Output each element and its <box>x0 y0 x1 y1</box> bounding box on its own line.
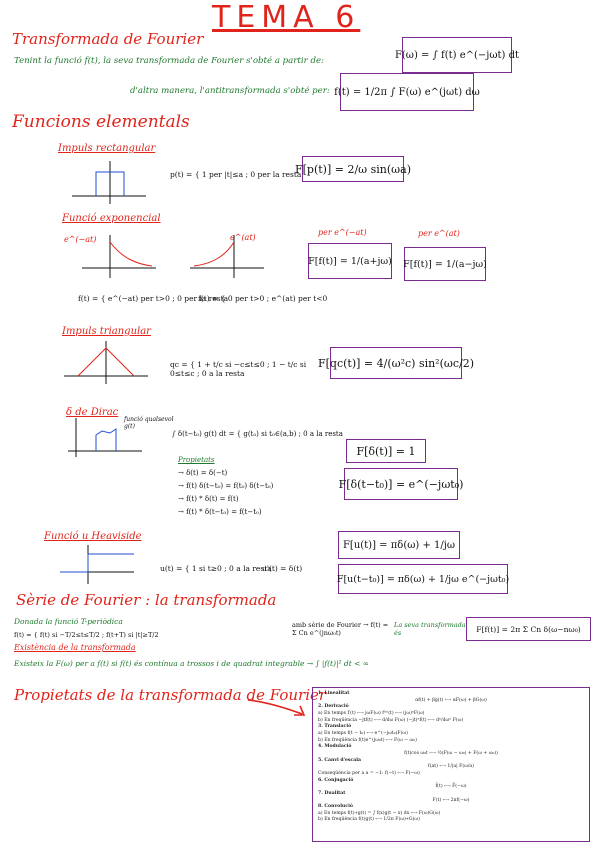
table-row: a) En temps f(t)∗g(t) = ∫ f(x)g(t − x) d… <box>318 810 441 816</box>
dirac-prop: → f(t) δ(t−t₀) = f(t₀) δ(t−t₀) <box>178 482 274 490</box>
fourier-line2: d'altra manera, l'antitransformada s'obt… <box>130 86 330 96</box>
section-heading-existencia: Existència de la transformada <box>14 643 136 652</box>
dirac-prop: → f(t) * δ(t) = f(t) <box>178 495 239 503</box>
heav-deriv: u'(t) = δ(t) <box>262 564 303 573</box>
table-row: b) En freqüència f(t)g(t) ⟷ 1/2π F(ω)∗G(… <box>318 817 420 823</box>
table-row: F(t) ⟷ 2πf(−ω) <box>432 797 470 803</box>
tri-pulse-plot <box>64 341 148 384</box>
dirac-prop: → f(t) * δ(t−t₀) = f(t−t₀) <box>178 508 262 516</box>
table-section-title: 8. Convolució <box>318 804 353 810</box>
formula-box-inverse: f(t) = 1/2π ∫ F(ω) e^(jωt) dω <box>334 73 480 111</box>
fourier-line1: Tenint la funció f(t), la seva transform… <box>14 56 324 66</box>
rect-pulse-plot <box>72 161 146 204</box>
heav-plot <box>60 545 134 584</box>
box-dirac1: F[δ(t)] = 1 <box>346 439 426 463</box>
dirac-note: funció qualsevol g(t) <box>124 416 174 430</box>
table-section-title: 2. Derivació <box>318 704 349 710</box>
def-heav: u(t) = { 1 si t≥0 ; 0 a la resta <box>160 564 272 573</box>
table-section-title: 4. Modulació <box>318 744 352 750</box>
label-expo-box2: per e^(at) <box>418 229 460 238</box>
label-expo-box1: per e^(−at) <box>318 228 367 237</box>
section-heading-serie: Sèrie de Fourier : la transformada <box>16 591 277 609</box>
serie-def: f(t) = { f(t) si −T/2≤t≤T/2 ; f(t+T) si … <box>14 631 159 639</box>
def-dirac: ∫ δ(t−t₀) g(t) dt = { g(t₀) si t₀∈(a,b) … <box>172 430 343 438</box>
page-title: TEMA 6 <box>212 0 361 35</box>
serie-line: Donada la funció T-periòdica <box>14 617 123 626</box>
box-tri: F[qc(t)] = 4/(ω²c) sin²(ωc/2) <box>318 347 474 379</box>
sig-expo2: e^(at) <box>230 233 256 242</box>
box-rect: F[p(t)] = 2/ω sin(ωa) <box>295 156 411 182</box>
table-row: a) En temps f′(t) ⟷ jωF(ω) f⁽ⁿ⁾(t) ⟷ (jω… <box>318 710 425 716</box>
def-expo2: f(t) = { 0 per t>0 ; e^(at) per t<0 <box>198 294 328 303</box>
table-section-title: 3. Translació <box>318 724 352 730</box>
label-expo: Funció exponencial <box>62 213 161 224</box>
box-expo2: F[f(t)] = 1/(a−jω) <box>403 247 487 281</box>
def-rect: p(t) = { 1 per |t|≤a ; 0 per la resta <box>170 170 302 179</box>
table-row: Conseqüència per a a = −1: f(−t) ⟷ F(−ω) <box>318 770 420 776</box>
label-rect: Impuls rectangular <box>58 143 156 154</box>
serie-note: La seva transformada és <box>394 621 466 637</box>
box-heav2: F[u(t−t₀)] = πδ(ω) + 1/jω e^(−jωt₀) <box>337 564 509 594</box>
arrow-icon <box>247 699 306 716</box>
expo-decay-plot <box>82 235 156 278</box>
dirac-plot <box>68 418 142 457</box>
table-row: b) En freqüència f(t)e^(jω₀t) ⟷ F(ω − ω₀… <box>318 737 417 743</box>
def-expo1: f(t) = { e^(−at) per t>0 ; 0 per la rest… <box>78 294 229 303</box>
properties-table: 1. Linealitat αf(t) + βg(t) ⟷ αF(ω) + βG… <box>312 687 590 842</box>
table-row: a) En temps f(t − t₀) ⟷ e^(−jωt₀)F(ω) <box>318 730 408 736</box>
box-heav1: F[u(t)] = πδ(ω) + 1/jω <box>338 531 460 559</box>
dirac-prop: → δ(t) = δ(−t) <box>178 469 228 477</box>
label-heav: Funció u Heaviside <box>44 531 142 542</box>
existencia-line: Existeix la F(ω) per a f(t) si f(t) és c… <box>14 659 370 668</box>
table-row: f(t)cos ω₀t ⟷ ½(F(ω − ω₀) + F(ω + ω₀)) <box>404 750 498 756</box>
sig-expo1: e^(−at) <box>64 235 97 244</box>
def-tri: qc = { 1 + t/c si −c≤t≤0 ; 1 − t/c si 0≤… <box>170 360 307 378</box>
box-serie: F[f(t)] = 2π Σ Cn δ(ω−nω₀) <box>466 617 591 641</box>
formula-box-transform: F(ω) = ∫ f(t) e^(−jωt) dt <box>395 37 519 73</box>
label-dirac: δ de Dirac <box>66 407 119 418</box>
table-section-title: 6. Conjugació <box>318 777 354 783</box>
label-tri: Impuls triangular <box>62 326 151 337</box>
table-section-title: 5. Canvi d'escala <box>318 757 362 763</box>
box-expo1: F[f(t)] = 1/(a+jω) <box>308 243 392 279</box>
table-section-title: 7. Dualitat <box>318 790 346 796</box>
dirac-props-title: Propietats <box>178 456 215 464</box>
table-row: αf(t) + βg(t) ⟷ αF(ω) + βG(ω) <box>415 697 487 703</box>
section-heading-elementals: Funcions elementals <box>12 112 190 132</box>
box-dirac2: F[δ(t−t₀)] = e^(−jωt₀) <box>339 468 463 500</box>
table-section-title: 1. Linealitat <box>318 691 350 696</box>
table-row: f(at) ⟷ 1/|a| F(ω/a) <box>428 764 474 770</box>
section-heading-fourier: Transformada de Fourier <box>12 30 204 48</box>
table-row: b) En freqüència −jtf(t) ⟷ d/dω F(ω) (−j… <box>318 717 464 723</box>
expo-growth-plot <box>190 235 264 278</box>
serie-middle: amb sèrie de Fourier → f(t) = Σ Cn e^(jn… <box>292 621 389 637</box>
table-row: f̄(t) ⟷ F̄(−ω) <box>435 784 467 790</box>
